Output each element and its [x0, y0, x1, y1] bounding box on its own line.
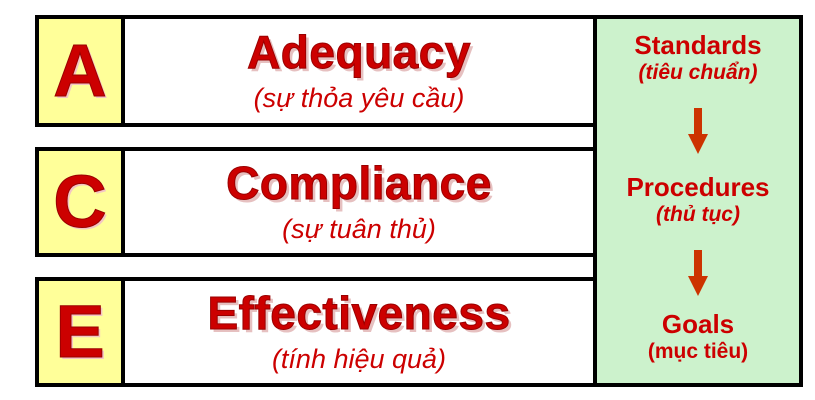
- term-box-compliance: Compliance (sự tuân thủ): [125, 151, 593, 253]
- flow-goals-title: Goals: [661, 309, 735, 339]
- flow-goals-translation: (mục tiêu): [647, 339, 749, 363]
- term-box-adequacy: Adequacy (sự thỏa yêu cầu): [125, 19, 593, 123]
- effectiveness-row: E Effectiveness (tính hiệu quả): [35, 277, 597, 387]
- flow-step-goals: Goals (mục tiêu): [597, 310, 799, 364]
- term-adequacy-translation: (sự thỏa yêu cầu): [253, 82, 465, 113]
- down-arrow-icon: [688, 250, 708, 296]
- term-effectiveness-translation: (tính hiệu quả): [271, 343, 447, 374]
- letter-a: A: [53, 29, 107, 112]
- term-compliance-translation: (sự tuân thủ): [282, 213, 436, 244]
- term-compliance: Compliance: [226, 156, 492, 209]
- flow-panel: Standards (tiêu chuẩn) Procedures (thủ t…: [593, 15, 803, 387]
- term-adequacy: Adequacy: [247, 25, 471, 78]
- flow-procedures-translation: (thủ tục): [656, 202, 740, 226]
- flow-standards-translation: (tiêu chuẩn): [638, 60, 758, 84]
- flow-step-procedures: Procedures (thủ tục): [597, 173, 799, 227]
- term-effectiveness: Effectiveness: [207, 286, 511, 339]
- flow-step-standards: Standards (tiêu chuẩn): [597, 31, 799, 85]
- term-box-effectiveness: Effectiveness (tính hiệu quả): [125, 281, 593, 383]
- letter-box-a: A: [39, 19, 125, 123]
- letter-e: E: [55, 290, 105, 373]
- letter-box-c: C: [39, 151, 125, 253]
- adequacy-row: A Adequacy (sự thỏa yêu cầu): [35, 15, 597, 127]
- compliance-row: C Compliance (sự tuân thủ): [35, 147, 597, 257]
- letter-c: C: [53, 160, 107, 243]
- flow-standards-title: Standards: [634, 30, 762, 60]
- flow-procedures-title: Procedures: [626, 172, 770, 202]
- letter-box-e: E: [39, 281, 125, 383]
- down-arrow-icon: [688, 108, 708, 154]
